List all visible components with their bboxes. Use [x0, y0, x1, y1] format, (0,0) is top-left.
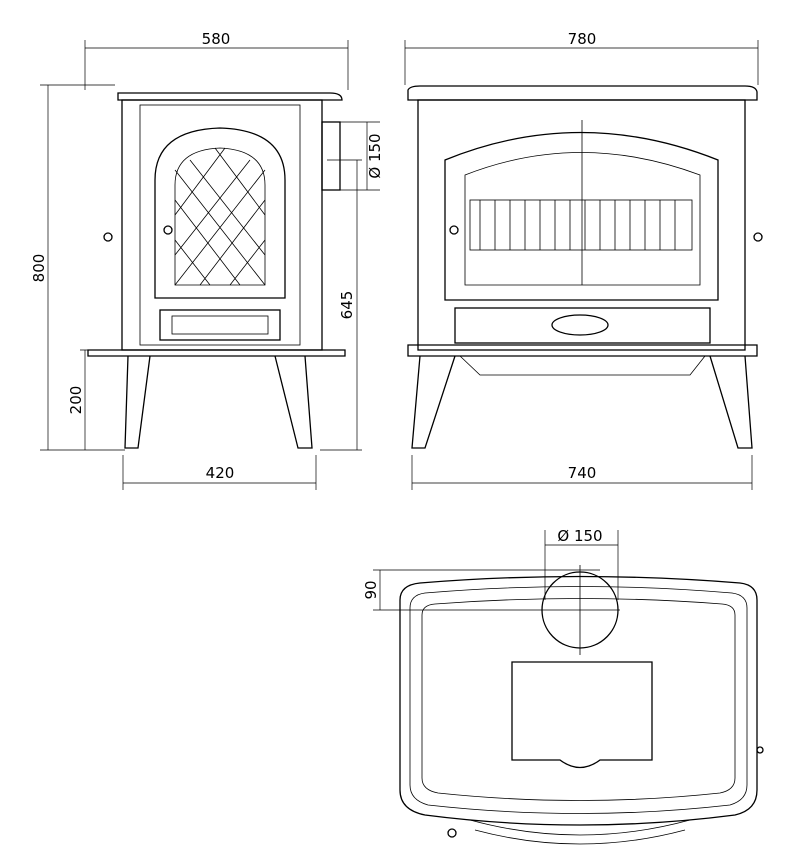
side-height-label: 800 [30, 254, 48, 283]
side-leg-span-label: 420 [206, 464, 235, 482]
front-width-label: 780 [568, 30, 597, 48]
side-view [87, 92, 346, 449]
dimension-lines-front [404, 40, 759, 490]
side-width-label: 580 [202, 30, 231, 48]
flue-offset-label: 90 [362, 580, 380, 599]
front-leg-span-label: 740 [568, 464, 597, 482]
side-flue-diameter-label: Ø 150 [366, 133, 384, 178]
flue-height-label: 645 [338, 291, 356, 320]
front-view [407, 85, 763, 449]
dimension-lines-top [373, 530, 619, 611]
leg-height-label: 200 [67, 386, 85, 415]
dimension-lines-side [40, 40, 380, 490]
lattice-glass [174, 147, 266, 286]
top-flue-diameter-label: Ø 150 [557, 527, 602, 545]
top-view [399, 565, 764, 845]
